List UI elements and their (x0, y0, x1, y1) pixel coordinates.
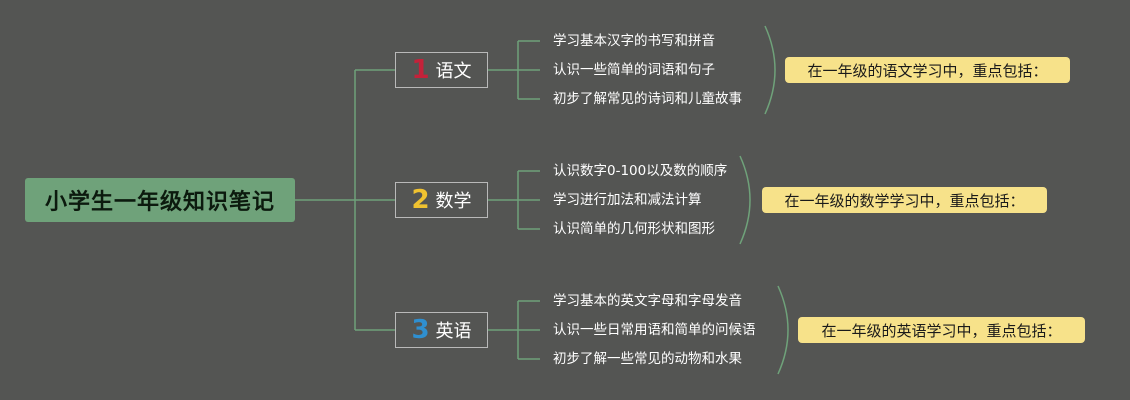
branch-label-1: 语文 (435, 61, 472, 82)
leaf-item: 认识简单的几何形状和图形 (553, 221, 715, 237)
summary-note-3: 在一年级的英语学习中，重点包括： (798, 317, 1085, 343)
root-title: 小学生一年级知识笔记 (44, 190, 275, 215)
branch-number-1: 1 (411, 55, 430, 85)
leaf-item: 认识一些简单的词语和句子 (553, 62, 715, 78)
leaf-item: 认识一些日常用语和简单的问候语 (553, 322, 756, 338)
root-node[interactable]: 小学生一年级知识笔记 (25, 178, 295, 222)
bracket-1 (764, 25, 776, 115)
branch-number-3: 3 (411, 315, 430, 345)
branch-label-2: 数学 (435, 191, 472, 212)
leaf-item: 学习基本汉字的书写和拼音 (553, 33, 715, 49)
summary-note-2: 在一年级的数学学习中，重点包括： (762, 187, 1047, 213)
leaf-item: 初步了解常见的诗词和儿童故事 (553, 91, 742, 107)
bracket-2 (739, 155, 751, 245)
branch-label-3: 英语 (435, 321, 472, 342)
leaf-item: 学习基本的英文字母和字母发音 (553, 293, 742, 309)
leaf-item: 认识数字0-100以及数的顺序 (553, 163, 728, 179)
leaf-item: 初步了解一些常见的动物和水果 (553, 351, 742, 367)
branch-node-math[interactable]: 2 数学 (395, 182, 488, 218)
branch-node-chinese[interactable]: 1 语文 (395, 52, 488, 88)
branch-node-english[interactable]: 3 英语 (395, 312, 488, 348)
branch-number-2: 2 (411, 185, 430, 215)
summary-note-1: 在一年级的语文学习中，重点包括： (785, 57, 1070, 83)
bracket-3 (777, 285, 789, 375)
leaf-item: 学习进行加法和减法计算 (553, 192, 702, 208)
